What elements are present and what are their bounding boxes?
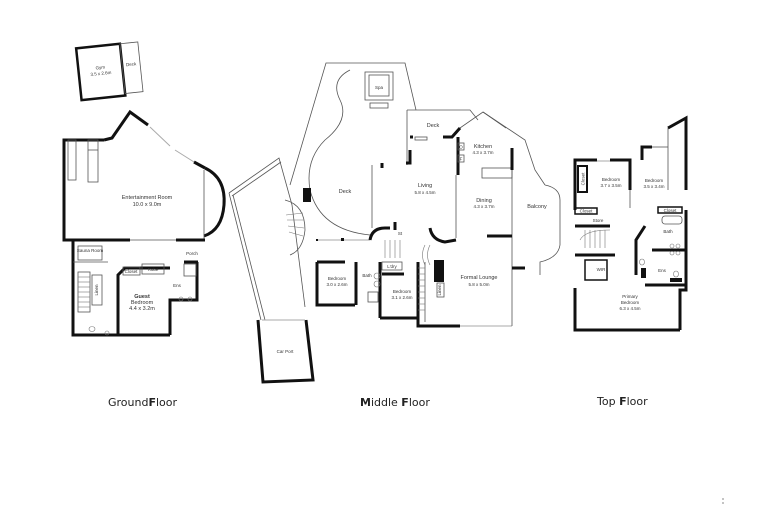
porch-label: Porch — [186, 251, 198, 256]
top-closet-left-label: Closet — [581, 172, 586, 186]
bedroom-a-size: 3.0 x 2.6m — [326, 282, 347, 287]
st-label: St — [398, 231, 403, 236]
top-floor-title-bold: F — [619, 395, 627, 408]
store-label: Store — [593, 218, 604, 223]
oven-label: O — [459, 145, 463, 150]
top-bath-label: Bath — [663, 229, 673, 234]
entertainment-room-label: Entertainment Room — [122, 195, 173, 201]
deck-label-lower: Deck — [339, 189, 352, 195]
middle-floor-plan: Car Port Spa Deck Deck O F Ki — [228, 62, 561, 384]
formal-lounge-size: 5.8 x 5.0m — [468, 282, 489, 287]
spa-label: Spa — [375, 85, 384, 90]
living-size: 5.8 x 4.5m — [414, 190, 435, 195]
top-closet-mid-label: Closet — [580, 209, 594, 214]
wir-label: WIR — [597, 267, 606, 272]
bedroom-a-label: Bedroom — [328, 276, 347, 281]
dining-label: Dining — [476, 198, 492, 204]
compass-mark — [722, 498, 724, 504]
closet-label: Closet — [125, 269, 139, 274]
top-floor-title: Top Floor — [597, 395, 648, 408]
guest-bedroom-size: 4.4 x 3.2m — [129, 306, 155, 312]
bedroom-c-label: Bedroom — [602, 177, 621, 182]
ens-label: Ens — [173, 283, 182, 288]
primary-label: Primary — [622, 294, 638, 299]
bedroom-d-size: 3.5 x 3.4m — [643, 184, 664, 189]
linen-label: Linen — [94, 284, 99, 296]
ground-floor-title-part1: Ground — [108, 396, 149, 409]
bedroom-b-label: Bedroom — [393, 289, 412, 294]
ground-stairs — [77, 271, 91, 313]
kitchen-label: Kitchen — [474, 144, 492, 150]
top-ens-label: Ens — [658, 268, 667, 273]
bath-label: Bath — [362, 273, 372, 278]
middle-floor-title-bold2: F — [401, 396, 409, 409]
guest-bedroom-label: Bedroom — [131, 300, 154, 306]
guest-label: Guest — [134, 294, 150, 300]
ground-floor-title-part2: loor — [155, 396, 178, 409]
top-floor-title-part1: Top — [597, 395, 620, 408]
laundry-label: L'dry — [387, 264, 397, 269]
gym-size: 3.5 x 2.6m — [90, 70, 112, 77]
ground-floor-title-bold: F — [148, 396, 156, 409]
kitchen-size: 4.3 x 3.7m — [472, 150, 493, 155]
primary-bedroom-label: Bedroom — [621, 300, 640, 305]
fridge-label: F — [460, 157, 463, 162]
sauna-label: Sauna Room — [77, 248, 104, 253]
middle-linen-label: Linen — [437, 284, 442, 296]
dining-size: 4.3 x 3.7m — [473, 204, 494, 209]
bedroom-d-label: Bedroom — [645, 178, 664, 183]
ground-floor-plan: Gym 3.5 x 2.6m Deck Entertainment Room 1… — [62, 41, 226, 337]
formal-lounge-label: Formal Lounge — [461, 275, 498, 281]
car-port-label: Car Port — [277, 349, 295, 354]
gym-label: Gym — [95, 64, 105, 70]
top-closet-right-label: Closet — [664, 208, 678, 213]
middle-floor-title-bold: M — [360, 396, 371, 409]
living-label: Living — [418, 183, 432, 189]
top-floor-plan: Closet Bedroom 3.7 x 3.5m Bedroom 3.5 x … — [573, 115, 688, 332]
deck-label-upper: Deck — [427, 123, 440, 129]
robe-label: Robe — [148, 267, 159, 272]
bedroom-b-size: 3.1 x 2.6m — [391, 295, 412, 300]
gym-deck-label: Deck — [126, 61, 137, 67]
gym-room: Gym 3.5 x 2.6m Deck — [74, 41, 144, 102]
middle-floor-title-part2: loor — [408, 396, 430, 409]
bedroom-c-size: 3.7 x 3.5m — [600, 183, 621, 188]
middle-floor-title: Middle Floor — [360, 396, 430, 409]
entertainment-room-size: 10.0 x 9.0m — [133, 202, 162, 208]
primary-bedroom-size: 6.3 x 4.5m — [619, 306, 640, 311]
balcony-label: Balcony — [527, 204, 547, 210]
middle-floor-title-part1: iddle — [370, 396, 402, 409]
top-floor-title-part2: loor — [626, 395, 648, 408]
ground-floor-title: GroundFloor — [108, 396, 177, 409]
